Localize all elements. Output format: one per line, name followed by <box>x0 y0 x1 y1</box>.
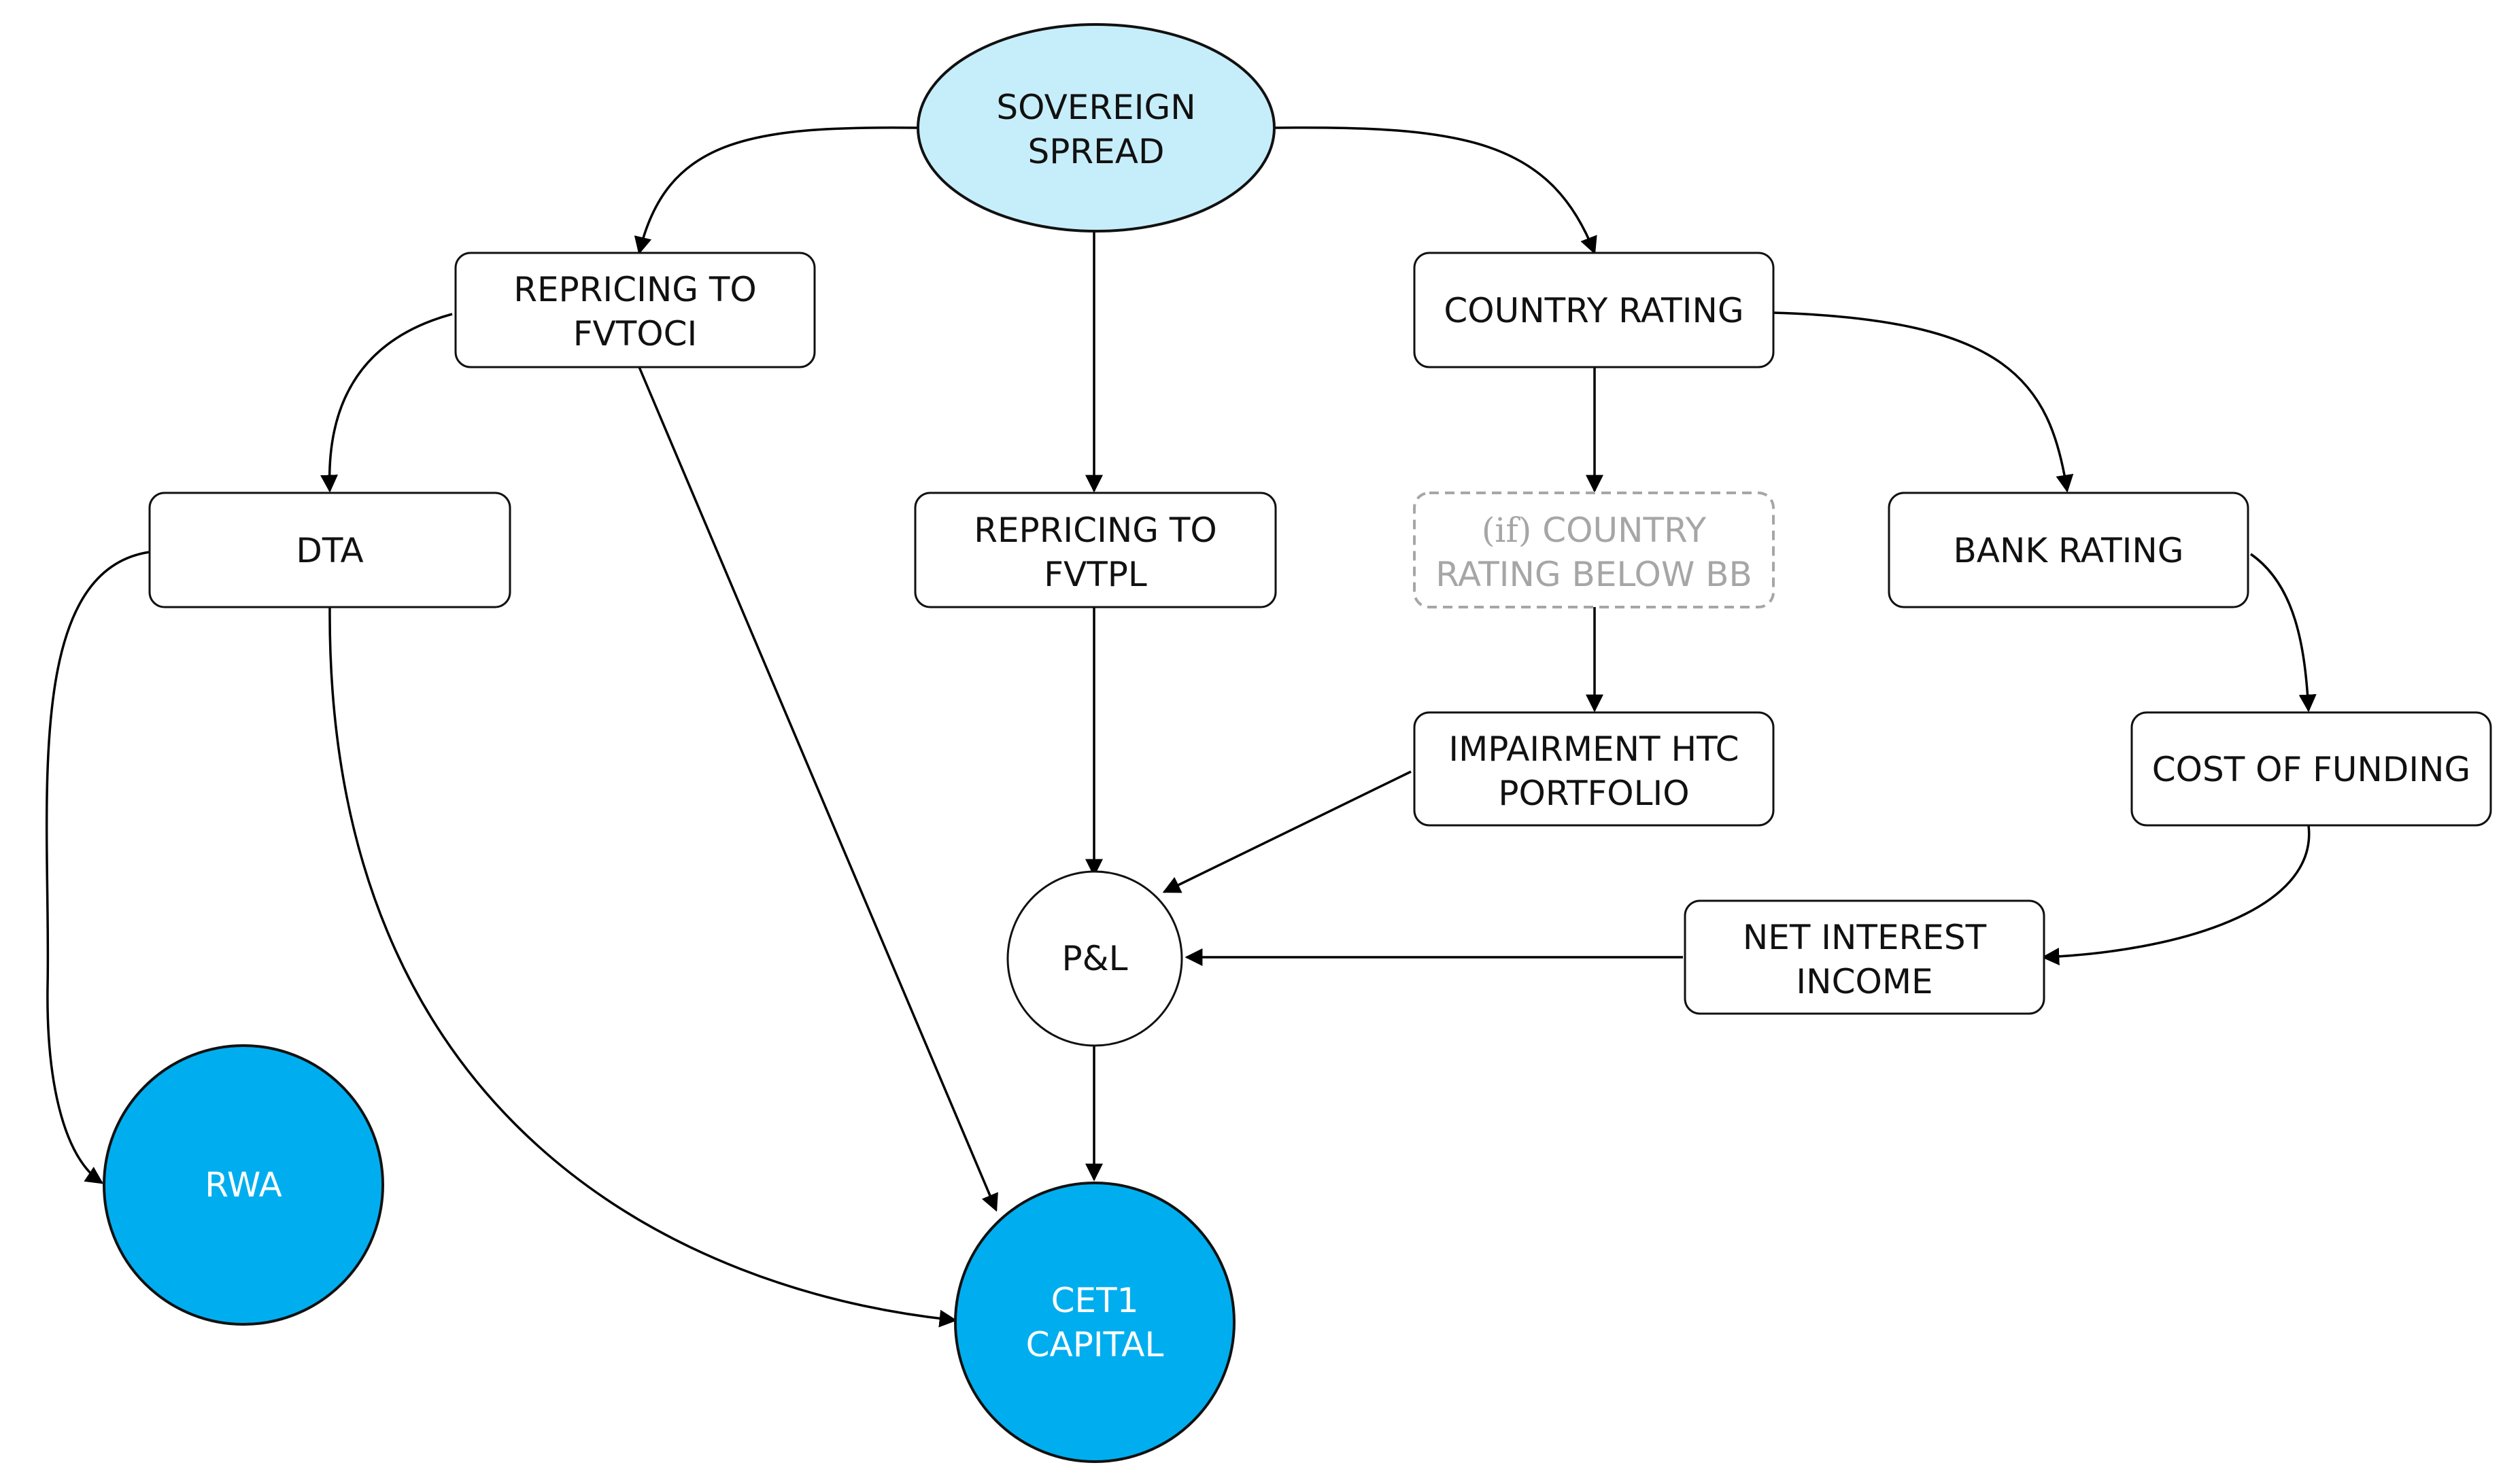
edge-sovereign-to-fvtoci <box>634 126 919 255</box>
node-pnl: P&L <box>1006 870 1183 1047</box>
repricing-fvtoci-line2: FVTOCI <box>573 314 698 354</box>
cet1-line2: CAPITAL <box>1026 1325 1164 1364</box>
node-repricing-fvtoci: REPRICING TO FVTOCI <box>454 252 816 368</box>
rwa-label: RWA <box>205 1165 282 1205</box>
country-rating-label: COUNTRY RATING <box>1444 291 1743 330</box>
nii-line1: NET INTEREST <box>1743 918 1987 957</box>
conditional-line1-text: COUNTRY <box>1531 511 1706 550</box>
edge-country-rating-to-bank-rating <box>1773 311 2074 493</box>
conditional-line2: RATING BELOW BB <box>1435 555 1752 594</box>
edge-fvtoci-to-cet1 <box>638 366 998 1212</box>
conditional-prefix: (if) <box>1482 511 1532 550</box>
node-dta: DTA <box>148 492 511 608</box>
edge-dta-to-cet1 <box>328 606 957 1328</box>
dta-label: DTA <box>296 531 363 570</box>
node-country-rating: COUNTRY RATING <box>1413 252 1775 368</box>
cet1-line1: CET1 <box>1051 1281 1139 1320</box>
nii-line2: INCOME <box>1796 962 1932 1001</box>
node-net-interest-income: NET INTEREST INCOME <box>1684 899 2045 1015</box>
cost-of-funding-label: COST OF FUNDING <box>2152 750 2471 789</box>
node-cet1-capital: CET1 CAPITAL <box>954 1182 1236 1463</box>
edges <box>45 126 2317 1328</box>
node-sovereign-spread: SOVEREIGN SPREAD <box>917 23 1276 233</box>
sovereign-spread-line1: SOVEREIGN <box>996 88 1195 127</box>
edge-bank-rating-to-cost-of-funding <box>2250 553 2317 712</box>
impairment-htc-line2: PORTFOLIO <box>1498 774 1689 813</box>
node-cost-of-funding: COST OF FUNDING <box>2130 711 2492 827</box>
edge-fvtoci-to-dta <box>320 313 453 493</box>
sovereign-spread-line2: SPREAD <box>1028 132 1165 171</box>
impairment-htc-line1: IMPAIRMENT HTC <box>1448 729 1739 769</box>
repricing-fvtoci-line1: REPRICING TO <box>513 270 757 309</box>
conditional-line1: (if) COUNTRY <box>1482 511 1707 550</box>
edge-impairment-to-pnl <box>1162 770 1412 893</box>
edge-dta-to-rwa <box>45 551 150 1184</box>
edge-cost-of-funding-to-nii <box>2041 825 2311 966</box>
node-repricing-fvtpl: REPRICING TO FVTPL <box>914 492 1277 608</box>
bank-rating-label: BANK RATING <box>1953 531 2183 570</box>
repricing-fvtpl-line1: REPRICING TO <box>974 511 1217 550</box>
node-rwa: RWA <box>103 1044 384 1326</box>
node-impairment-htc: IMPAIRMENT HTC PORTFOLIO <box>1413 711 1775 827</box>
node-conditional-country-rating: (if) COUNTRY RATING BELOW BB <box>1413 492 1775 608</box>
repricing-fvtpl-line2: FVTPL <box>1044 555 1147 594</box>
node-bank-rating: BANK RATING <box>1888 492 2249 608</box>
edge-sovereign-to-country-rating <box>1274 126 1597 255</box>
pnl-label: P&L <box>1062 939 1128 978</box>
